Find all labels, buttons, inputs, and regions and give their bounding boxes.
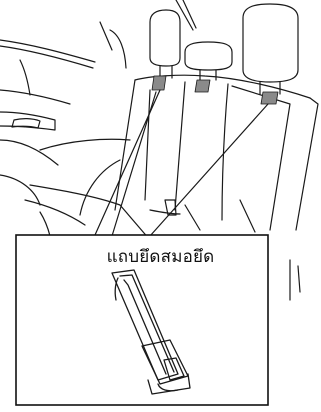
top-leader-lines [175,0,197,31]
headrest-center [184,41,233,81]
callout-box [15,234,269,406]
anchor-straps [151,75,279,105]
seatback [39,74,319,231]
door-panel [0,21,127,206]
anchor-strap-detail [111,269,191,395]
headrest-left [149,9,181,79]
anchor-strap-label: แถบยึดสมอยึด [106,247,215,267]
headrest-right [242,3,299,95]
seat-cushion [24,184,256,241]
callout-leader-lines [94,89,269,237]
